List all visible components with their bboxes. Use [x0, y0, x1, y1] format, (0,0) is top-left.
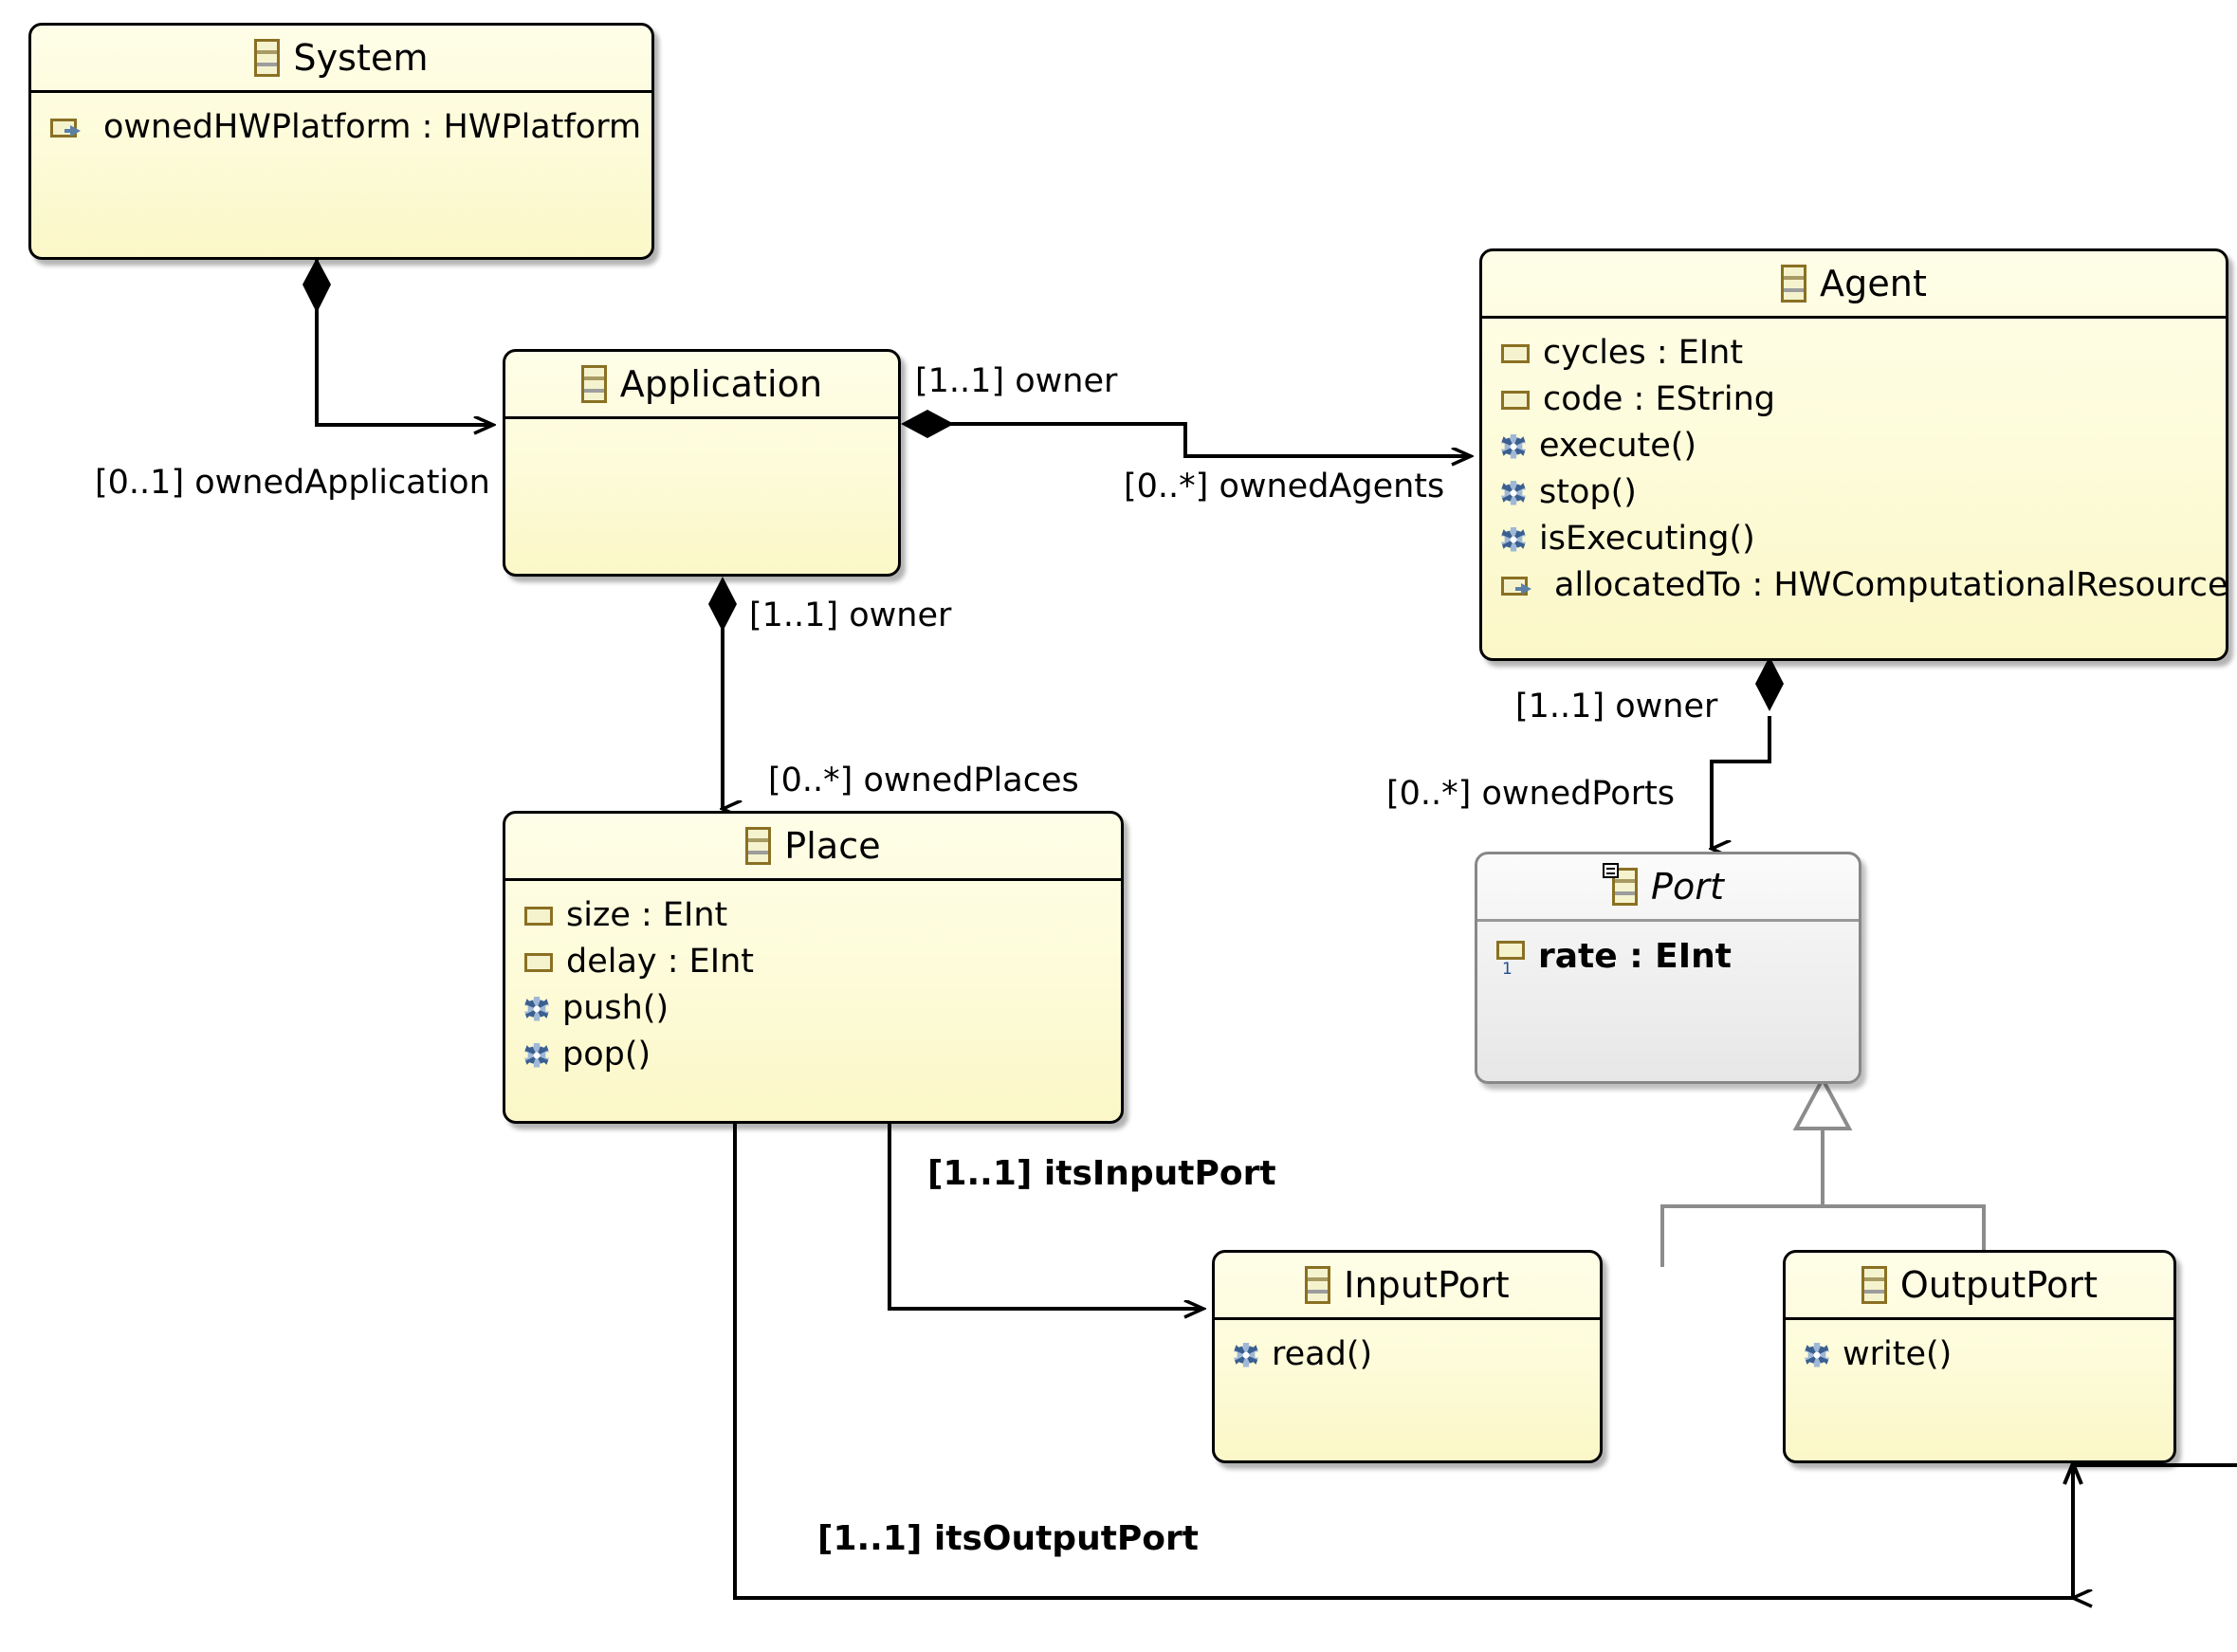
class-member-row[interactable]: rate : EInt [1496, 933, 1859, 980]
edge-label-owned-agents: [0..*] ownedAgents [1124, 468, 1445, 505]
edge-label-owned-application: [0..1] ownedApplication [95, 464, 490, 502]
operation-icon [1501, 433, 1526, 459]
reference-icon [50, 118, 81, 138]
class-member-row[interactable]: allocatedTo : HWComputationalResource [1501, 562, 2226, 609]
class-body-port: rate : EInt [1477, 922, 1859, 980]
class-icon [1861, 1266, 1887, 1304]
attribute-icon [1501, 390, 1530, 410]
class-body-outputport: write() [1786, 1320, 2173, 1378]
edge-label-owner-agent: [1..1] owner [915, 362, 1118, 400]
class-header-agent: Agent [1482, 251, 2226, 319]
class-header-system: System [31, 26, 651, 93]
class-box-agent[interactable]: Agent cycles : EInt code : EString execu… [1479, 248, 2228, 661]
class-box-inputport[interactable]: InputPort read() [1212, 1250, 1603, 1463]
class-member-row[interactable]: stop() [1501, 469, 2226, 516]
class-icon [580, 365, 607, 403]
edge-label-its-input-port: [1..1] itsInputPort [927, 1154, 1276, 1193]
class-member-row[interactable]: push() [524, 985, 1121, 1032]
class-member-label: read() [1272, 1335, 1373, 1373]
class-member-row[interactable]: read() [1234, 1331, 1600, 1378]
class-member-label: code : EString [1543, 380, 1776, 418]
class-title-place: Place [784, 825, 881, 867]
class-body-place: size : EInt delay : EInt push() pop() [505, 881, 1121, 1078]
class-box-outputport[interactable]: OutputPort write() [1783, 1250, 2176, 1463]
edge-application-agent [901, 410, 1471, 456]
class-header-place: Place [505, 814, 1121, 881]
class-member-label: cycles : EInt [1543, 334, 1744, 372]
class-header-application: Application [505, 352, 898, 419]
class-member-label: isExecuting() [1539, 520, 1755, 558]
attribute-icon [1501, 343, 1530, 363]
class-member-row[interactable]: delay : EInt [524, 939, 1121, 985]
class-title-inputport: InputPort [1344, 1264, 1510, 1306]
class-body-inputport: read() [1215, 1320, 1600, 1378]
class-box-port[interactable]: Port rate : EInt [1475, 852, 1861, 1084]
class-title-system: System [293, 37, 429, 79]
class-member-row[interactable]: cycles : EInt [1501, 330, 2226, 376]
operation-icon [524, 1042, 549, 1068]
operation-icon [1805, 1342, 1829, 1367]
edge-label-owner-place: [1..1] owner [749, 597, 952, 634]
class-member-label: delay : EInt [566, 943, 755, 981]
attribute-icon [524, 906, 553, 926]
edge-generalization-ports [1660, 1074, 1986, 1267]
class-member-label: stop() [1539, 473, 1637, 511]
edge-application-place [708, 577, 737, 809]
class-icon [254, 39, 281, 77]
class-icon [745, 827, 772, 865]
class-member-label: pop() [562, 1036, 651, 1074]
class-header-port: Port [1477, 854, 1859, 922]
edge-system-application [303, 258, 493, 425]
class-body-agent: cycles : EInt code : EString execute() s… [1482, 319, 2226, 609]
edge-agent-port [1712, 656, 1784, 849]
class-member-row[interactable]: isExecuting() [1501, 516, 2226, 562]
class-member-label: push() [562, 989, 669, 1027]
class-member-row[interactable]: size : EInt [524, 892, 1121, 939]
attribute-multiplicity-icon [1496, 940, 1525, 979]
abstract-badge-icon [1602, 863, 1619, 878]
class-icon [1305, 1266, 1331, 1304]
class-member-row[interactable]: pop() [524, 1032, 1121, 1078]
edge-label-owner-port: [1..1] owner [1515, 688, 1718, 725]
class-header-outputport: OutputPort [1786, 1253, 2173, 1320]
class-member-label: rate : EInt [1538, 936, 1732, 976]
class-member-label: allocatedTo : HWComputationalResource [1554, 566, 2228, 604]
operation-icon [524, 996, 549, 1021]
operation-icon [1501, 526, 1526, 552]
class-box-application[interactable]: Application [503, 349, 901, 577]
abstract-class-icon [1602, 863, 1638, 906]
class-title-port: Port [1650, 866, 1725, 908]
class-member-label: execute() [1539, 427, 1697, 465]
edge-label-its-output-port: [1..1] itsOutputPort [817, 1519, 1199, 1558]
edge-label-owned-places: [0..*] ownedPlaces [768, 762, 1079, 799]
class-member-row[interactable]: write() [1805, 1331, 2173, 1378]
operation-icon [1501, 480, 1526, 505]
edge-place-inputport [888, 1124, 1203, 1309]
class-title-agent: Agent [1820, 263, 1927, 304]
class-member-label: size : EInt [566, 896, 728, 934]
class-body-system: ownedHWPlatform : HWPlatform [31, 93, 651, 151]
class-member-row[interactable]: ownedHWPlatform : HWPlatform [50, 104, 651, 151]
class-member-row[interactable]: execute() [1501, 423, 2226, 469]
class-icon [1781, 265, 1806, 303]
operation-icon [1234, 1342, 1258, 1367]
class-box-system[interactable]: System ownedHWPlatform : HWPlatform [28, 23, 654, 260]
class-header-inputport: InputPort [1215, 1253, 1600, 1320]
class-member-row[interactable]: code : EString [1501, 376, 2226, 423]
class-box-place[interactable]: Place size : EInt delay : EInt push() po… [503, 811, 1124, 1124]
class-member-label: write() [1843, 1335, 1953, 1373]
class-title-application: Application [619, 363, 823, 405]
class-member-label: ownedHWPlatform : HWPlatform [103, 108, 642, 146]
reference-icon [1501, 576, 1531, 596]
attribute-icon [524, 952, 553, 972]
edge-label-owned-ports: [0..*] ownedPorts [1386, 775, 1676, 813]
class-body-application [505, 419, 898, 431]
class-title-outputport: OutputPort [1899, 1264, 2099, 1306]
